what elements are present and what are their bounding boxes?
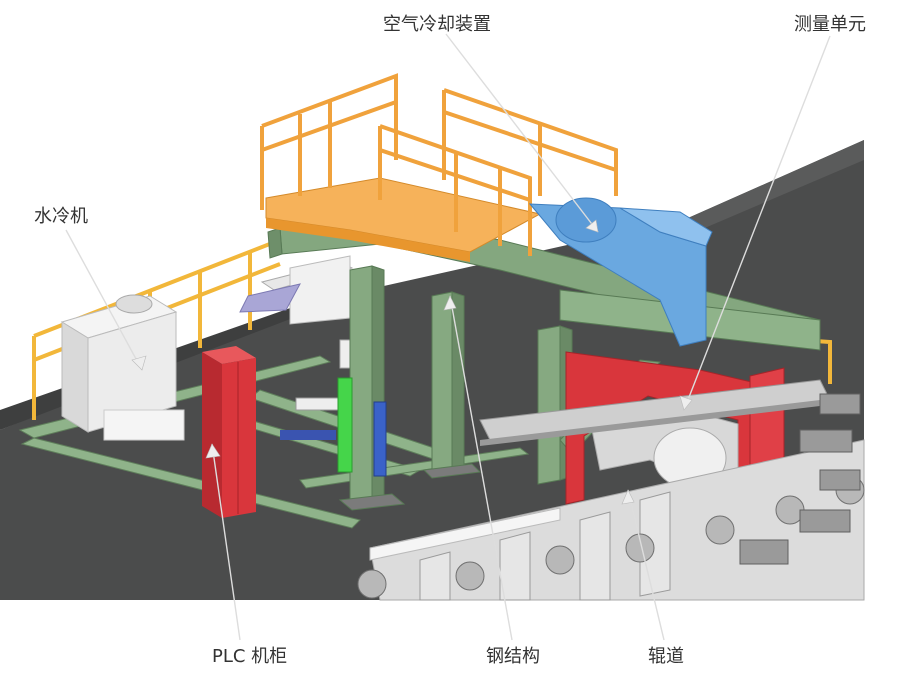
label-air-cooling: 空气冷却装置 xyxy=(383,14,491,35)
label-plc-cabinet: PLC 机柜 xyxy=(212,646,288,667)
roller-table xyxy=(357,393,865,601)
label-measuring-unit: 测量单元 xyxy=(794,14,866,35)
air-cooling-platform xyxy=(260,73,618,262)
leader-lines xyxy=(65,33,831,641)
side-panels xyxy=(337,377,387,477)
water-chiller xyxy=(60,294,185,441)
label-roller-table: 辊道 xyxy=(648,646,684,667)
equipment-boxes xyxy=(239,255,361,440)
label-water-chiller: 水冷机 xyxy=(34,206,88,227)
label-steel-structure: 钢结构 xyxy=(486,646,540,667)
leader-arrows xyxy=(131,219,693,505)
plc-cabinet xyxy=(202,346,256,518)
air-duct xyxy=(528,197,713,347)
